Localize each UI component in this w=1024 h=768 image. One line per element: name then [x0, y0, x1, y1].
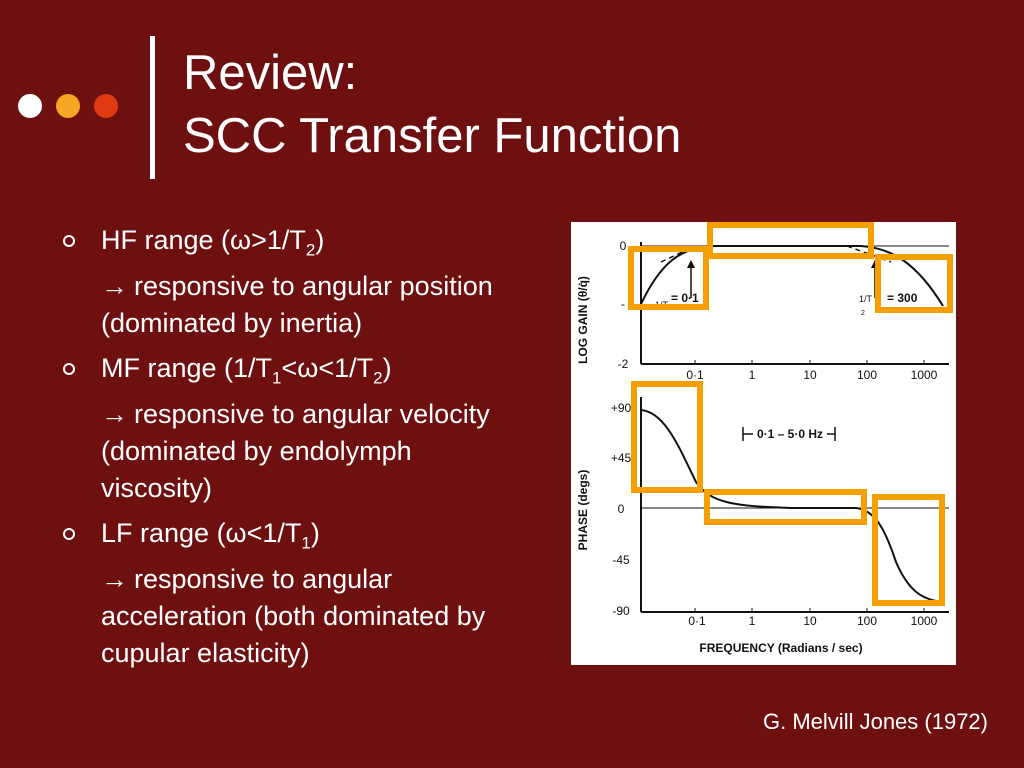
bode-plot: LOG GAIN (θ/q̇) 0 - -2 0·1 1 10 100 1000…	[576, 222, 953, 655]
t2-label: 1/T	[859, 294, 873, 304]
bullet-detail-lf: →responsive to angular acceleration (bot…	[60, 561, 530, 672]
gain-xtick: 100	[857, 368, 877, 382]
phase-xtick: 1000	[911, 614, 938, 628]
title-divider	[150, 36, 155, 179]
gain-curve	[640, 245, 944, 307]
phase-xticks	[694, 608, 925, 612]
slide-title: Review: SCC Transfer Function	[183, 42, 681, 168]
detail-text: responsive to angular velocity (dominate…	[101, 399, 490, 503]
gain-ytick: -2	[618, 357, 629, 371]
highlight-hf-gain	[707, 222, 874, 259]
bullet-head-text: LF range (ω<1/T	[101, 518, 302, 548]
bullet-head-text: )	[310, 518, 320, 548]
highlight-hf-phase	[872, 494, 945, 606]
gain-xtick: 1000	[911, 368, 938, 382]
phase-xtick: 100	[857, 614, 877, 628]
phase-ytick: +90	[611, 401, 632, 415]
highlight-boxes	[628, 222, 953, 606]
highlight-mf-phase	[704, 489, 867, 525]
dot-white	[18, 94, 42, 118]
phase-xtick: 10	[803, 614, 817, 628]
dot-orange	[56, 94, 80, 118]
phase-xtick: 1	[749, 614, 756, 628]
subscript: 1	[301, 533, 311, 553]
phase-ytick: +45	[611, 451, 632, 465]
t2-value: = 300	[887, 291, 918, 305]
t1-arrow-head	[687, 260, 695, 268]
gain-ytick: -	[621, 297, 625, 311]
bullet-head-text: <ω<1/T	[281, 353, 374, 383]
phase-ytick: -90	[612, 604, 630, 618]
subscript: 2	[373, 368, 383, 388]
bullet-detail-mf: →responsive to angular velocity (dominat…	[60, 396, 530, 507]
gain-xtick: 0·1	[686, 368, 704, 382]
phase-ytick: -45	[612, 553, 630, 567]
decorative-dots	[18, 94, 118, 118]
subscript: 1	[272, 368, 282, 388]
gain-xtick: 1	[749, 368, 756, 382]
detail-text: responsive to angular acceleration (both…	[101, 564, 486, 668]
bullet-lf: LF range (ω<1/T1)	[60, 515, 530, 552]
highlight-lf-gain	[628, 246, 709, 310]
dot-red	[94, 94, 118, 118]
arrow-icon: →	[101, 399, 128, 429]
bullet-detail-hf: →responsive to angular position (dominat…	[60, 268, 530, 342]
title-line-1: Review:	[183, 46, 358, 100]
t2-sub: 2	[861, 310, 865, 317]
phase-panel: PHASE (degs) +90 +45 0 -45 -90 0·1 1 10 …	[576, 397, 949, 655]
citation: G. Melvill Jones (1972)	[763, 709, 988, 734]
phase-xtick: 0·1	[688, 614, 706, 628]
bullet-mf: MF range (1/T1<ω<1/T2)	[60, 350, 530, 387]
bullet-hf: HF range (ω>1/T2)	[60, 222, 530, 259]
highlight-t2-gain	[875, 254, 953, 313]
bullet-head-text: )	[382, 353, 392, 383]
bullet-head-text: HF range (ω>1/T	[101, 225, 306, 255]
band-label: 0·1 – 5·0 Hz	[757, 427, 823, 441]
gain-xtick: 10	[803, 368, 817, 382]
t1-value: = 0·1	[671, 291, 699, 305]
gain-ytick: 0	[620, 239, 627, 253]
phase-ytick: 0	[618, 502, 625, 516]
gain-y-label: LOG GAIN (θ/q̇)	[576, 276, 590, 364]
bullet-head-text: MF range (1/T	[101, 353, 273, 383]
gain-xticks	[694, 360, 925, 364]
detail-text: responsive to angular position (dominate…	[101, 271, 493, 338]
frequency-label: FREQUENCY (Radians / sec)	[699, 641, 862, 655]
arrow-icon: →	[101, 564, 128, 594]
phase-y-label: PHASE (degs)	[576, 470, 590, 551]
bullet-list: HF range (ω>1/T2) →responsive to angular…	[60, 220, 530, 680]
bullet-head-text: )	[315, 225, 325, 255]
title-line-2: SCC Transfer Function	[183, 109, 682, 163]
transfer-function-figure: LOG GAIN (θ/q̇) 0 - -2 0·1 1 10 100 1000…	[571, 222, 956, 665]
phase-curve	[640, 409, 944, 603]
highlight-lf-phase	[631, 381, 703, 493]
subscript: 2	[305, 240, 316, 260]
arrow-icon: →	[101, 271, 128, 301]
